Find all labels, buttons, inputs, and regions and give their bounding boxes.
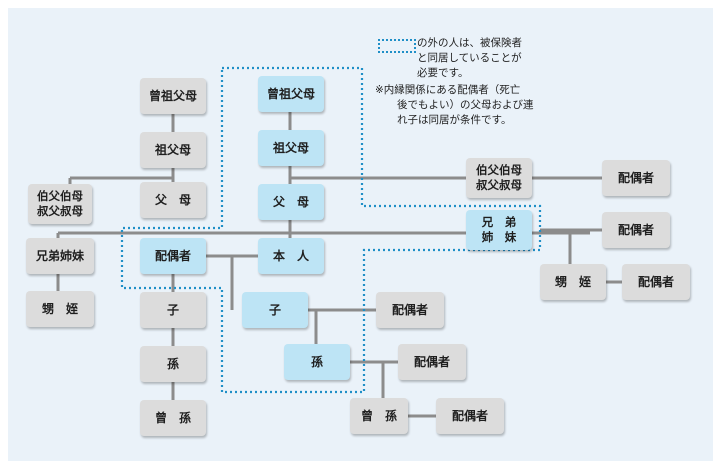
node-spouse-uncles: 配偶者	[602, 160, 670, 196]
node-spouse-grandchild: 配偶者	[398, 344, 466, 380]
node-siblings-right: 兄 弟 姉 妹	[466, 210, 532, 250]
node-grandparents-left: 祖父母	[140, 132, 206, 168]
node-uncles-aunts-right: 伯父伯母 叔父叔母	[466, 158, 532, 198]
node-siblings-left: 兄弟姉妹	[26, 238, 94, 274]
node-self: 本 人	[258, 238, 324, 274]
node-great-grandchild-main: 曾 孫	[350, 398, 408, 434]
node-great-grandchild-left: 曾 孫	[140, 400, 206, 436]
node-parents-left: 父 母	[140, 182, 206, 218]
node-great-grandparents-left: 曾祖父母	[140, 78, 206, 114]
node-grandchild-left: 孫	[140, 346, 206, 382]
legend-note: の外の人は、被保険者 と同居していることが 必要です。 ※内縁関係にある配偶者（…	[375, 36, 565, 128]
node-nephews-right: 甥 姪	[540, 264, 606, 300]
node-great-grandparents-main: 曾祖父母	[258, 76, 324, 112]
node-spouse-nephews: 配偶者	[622, 264, 690, 300]
node-uncles-aunts-left: 伯父伯母 叔父叔母	[28, 184, 92, 224]
note-line-2: と同居していることが	[417, 52, 522, 64]
note-line-3: 必要です。	[417, 67, 469, 79]
node-nephews-left: 甥 姪	[26, 291, 94, 327]
node-grandparents-main: 祖父母	[258, 130, 324, 166]
node-grandchild-main: 孫	[284, 344, 350, 380]
node-spouse-siblings: 配偶者	[602, 212, 670, 248]
note-line-4: ※内縁関係にある配偶者（死亡	[375, 84, 521, 96]
note-line-1: の外の人は、被保険者	[417, 37, 522, 49]
note-line-5: 後でもよい）の父母および連	[397, 99, 534, 111]
node-child-left: 子	[140, 292, 206, 328]
node-spouse: 配偶者	[140, 238, 206, 274]
node-spouse-child: 配偶者	[376, 292, 444, 328]
node-child-main: 子	[242, 292, 308, 328]
dotted-box-legend-icon	[378, 39, 416, 53]
note-line-6: れ子は同居が条件です。	[397, 114, 512, 126]
node-parents-main: 父 母	[258, 184, 324, 220]
node-spouse-great-grandchild: 配偶者	[436, 398, 504, 434]
